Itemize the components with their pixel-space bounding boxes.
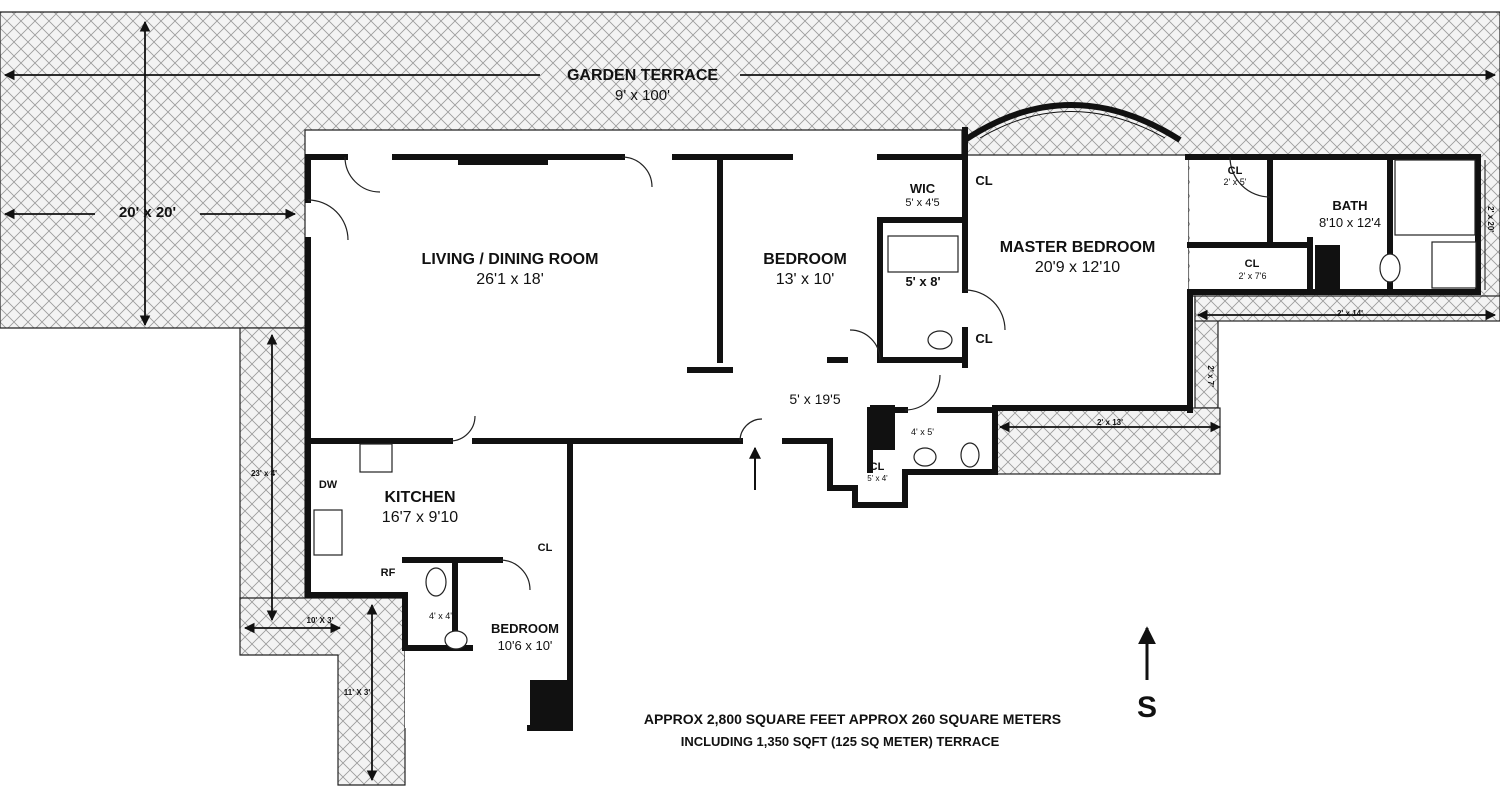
bedroom2-size: 10'6 x 10' bbox=[497, 638, 553, 653]
powder-size: 4' x 5' bbox=[911, 427, 934, 437]
hall-terrace-dim: 2' x 13' bbox=[1096, 418, 1124, 427]
toilet bbox=[425, 567, 447, 597]
wic-size: 5' x 4'5 bbox=[905, 197, 940, 209]
cl-top-name: CL bbox=[1227, 165, 1243, 177]
small-side-dim: 2' x 7' bbox=[1206, 365, 1216, 387]
side-terrace-dim: 23' x 4' bbox=[250, 469, 278, 478]
bedroom1-name: BEDROOM bbox=[763, 251, 847, 268]
living-name: LIVING / DINING ROOM bbox=[421, 251, 599, 268]
toilet bbox=[960, 442, 980, 468]
cl-hall-name: CL bbox=[869, 461, 885, 473]
cl-master-bottom: CL bbox=[975, 331, 993, 346]
bath-name: BATH bbox=[1332, 198, 1368, 213]
wall-blocks bbox=[458, 157, 1340, 728]
master-name: MASTER BEDROOM bbox=[999, 239, 1156, 256]
hall-size: 5' x 19'5 bbox=[789, 391, 841, 407]
living-size: 26'1 x 18' bbox=[476, 271, 544, 288]
compass-label: S bbox=[1136, 691, 1157, 724]
sink bbox=[444, 630, 468, 650]
bay-window bbox=[963, 102, 1182, 143]
east-side-dim: 2' x 20' bbox=[1486, 206, 1496, 233]
bath-size: 8'10 x 12'4 bbox=[1318, 215, 1382, 230]
rf-label: RF bbox=[380, 567, 396, 579]
wic-name: WIC bbox=[909, 181, 936, 196]
toilet bbox=[1379, 253, 1401, 283]
sink bbox=[913, 447, 937, 467]
bath1-size: 5' x 8' bbox=[905, 274, 941, 289]
shower bbox=[1394, 159, 1476, 236]
bedroom2-name: BEDROOM bbox=[491, 621, 559, 636]
stove bbox=[359, 443, 393, 473]
toilet bbox=[927, 330, 953, 350]
cl-master-top: CL bbox=[975, 173, 993, 188]
bedroom1-size: 13' x 10' bbox=[775, 271, 835, 288]
master-size: 20'9 x 12'10 bbox=[1034, 259, 1121, 276]
dimension-lines bbox=[3, 20, 1497, 782]
lower-terrace-dim: 10' X 3' bbox=[306, 616, 334, 625]
lower-terrace-area bbox=[239, 597, 406, 786]
summary-line2: INCLUDING 1,350 SQFT (125 SQ METER) TERR… bbox=[680, 734, 1000, 749]
lower-strip-dim: 11' X 3' bbox=[343, 688, 371, 697]
west-terrace-dim: 20' x 20' bbox=[118, 204, 177, 221]
bath2-size: 4' x 4'5 bbox=[429, 611, 457, 621]
summary-line1: APPROX 2,800 SQUARE FEET APPROX 260 SQUA… bbox=[643, 711, 1062, 727]
sink-counter bbox=[313, 509, 343, 556]
shower bbox=[1431, 241, 1477, 289]
dw-label: DW bbox=[318, 479, 338, 491]
kitchen-name: KITCHEN bbox=[384, 489, 456, 506]
cl-mid-name: CL bbox=[1244, 258, 1260, 270]
cl-hall-size: 5' x 4' bbox=[867, 474, 888, 483]
east-strip-dim: 2' x 14' bbox=[1336, 309, 1364, 318]
fixtures bbox=[313, 159, 1477, 650]
cl-kitchen-name: CL bbox=[537, 542, 553, 554]
cl-mid-size: 2' x 7'6 bbox=[1238, 271, 1267, 281]
tub bbox=[887, 235, 959, 273]
cl-top-size: 2' x 5' bbox=[1223, 177, 1247, 187]
kitchen-size: 16'7 x 9'10 bbox=[381, 509, 459, 526]
terrace-name: GARDEN TERRACE bbox=[566, 67, 719, 84]
terrace-size: 9' x 100' bbox=[615, 87, 670, 104]
doors bbox=[307, 156, 1271, 591]
